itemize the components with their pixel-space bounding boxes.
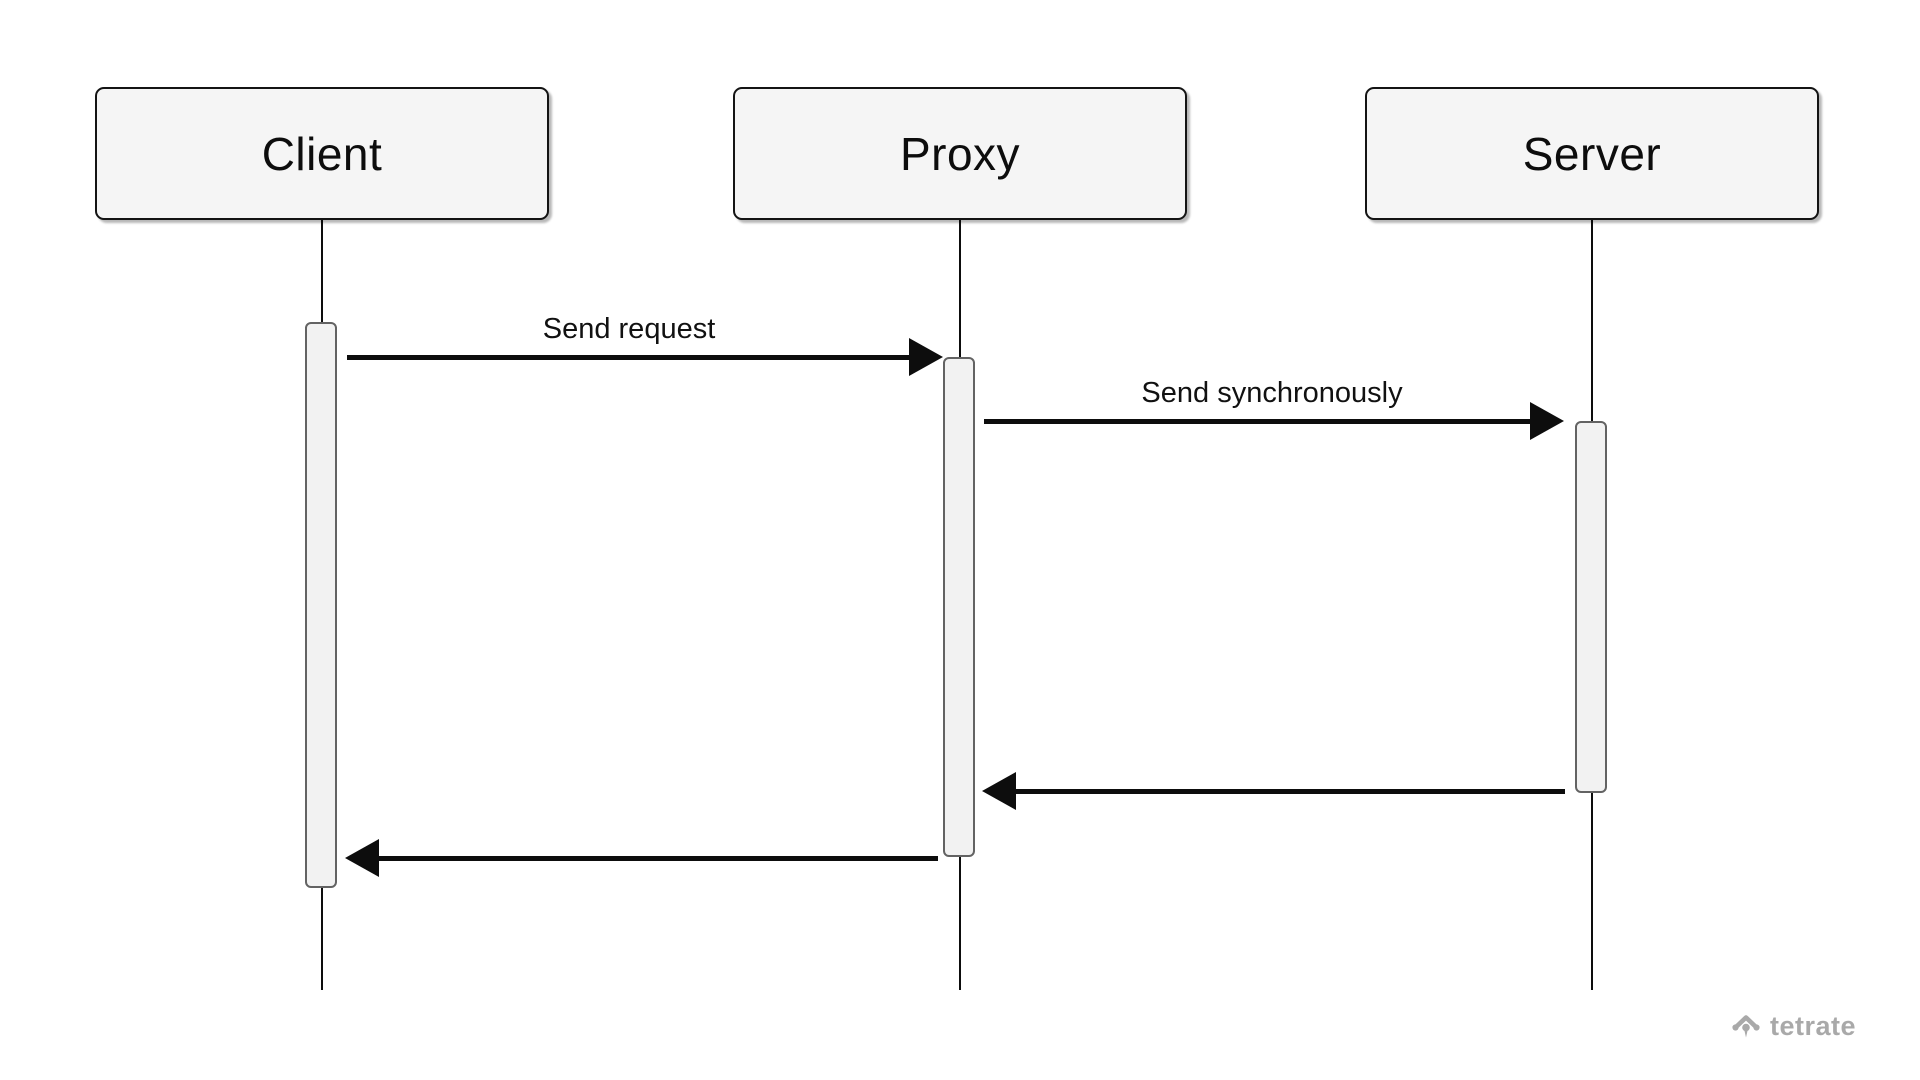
activation-bar-client	[305, 322, 337, 888]
activation-bar-proxy	[943, 357, 975, 857]
arrowhead-left-icon	[982, 772, 1016, 810]
message-arrow-proxy-return	[379, 856, 938, 861]
actor-box-server: Server	[1365, 87, 1819, 220]
message-arrow-send-request	[347, 355, 909, 360]
message-arrow-server-return	[1016, 789, 1565, 794]
activation-bar-server	[1575, 421, 1607, 793]
actor-label-client: Client	[261, 127, 383, 180]
message-label-send-synchronously: Send synchronously	[1141, 377, 1403, 409]
tetrate-logo-icon	[1732, 1015, 1760, 1038]
message-label-send-request: Send request	[542, 313, 716, 345]
arrowhead-right-icon	[909, 338, 943, 376]
arrowhead-left-icon	[345, 839, 379, 877]
actor-label-server: Server	[1522, 127, 1662, 180]
actor-box-proxy: Proxy	[733, 87, 1187, 220]
tetrate-logo: tetrate	[1730, 1010, 1856, 1042]
actor-label-proxy: Proxy	[899, 127, 1021, 180]
message-arrow-send-synchronously	[984, 419, 1530, 424]
arrowhead-right-icon	[1530, 402, 1564, 440]
tetrate-logo-text: tetrate	[1770, 1010, 1857, 1041]
actor-box-client: Client	[95, 87, 549, 220]
